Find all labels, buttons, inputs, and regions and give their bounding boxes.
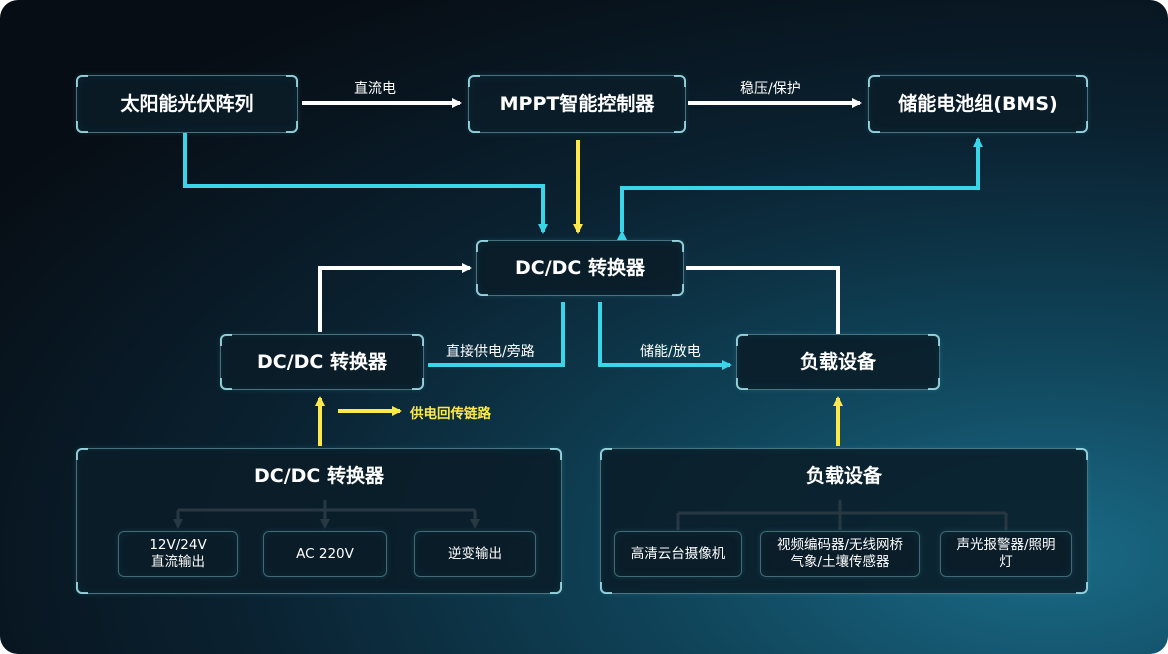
node-load-device: 负载设备 bbox=[736, 334, 940, 390]
node-solar-label: 太阳能光伏阵列 bbox=[120, 92, 254, 115]
line-center-to-load bbox=[686, 266, 840, 334]
out-inverter-label: 逆变输出 bbox=[448, 545, 502, 562]
arrow-direct-supply bbox=[428, 302, 565, 367]
node-battery-label: 储能电池组(BMS) bbox=[898, 92, 1058, 115]
panel-load-title: 负载设备 bbox=[805, 465, 882, 487]
panel-dcdc-title: DC/DC 转换器 bbox=[254, 465, 384, 487]
arrow-left-dcdc-to-center bbox=[318, 263, 472, 332]
video-line1: 视频编码器/无线网桥 bbox=[776, 537, 904, 554]
label-store-discharge: 储能/放电 bbox=[640, 344, 701, 360]
out-12v-line2: 直流输出 bbox=[151, 554, 205, 570]
node-solar-array: 太阳能光伏阵列 bbox=[76, 75, 298, 133]
node-12v-dc-output: 12V/24V 直流输出 bbox=[118, 531, 238, 577]
out-12v-line1: 12V/24V bbox=[149, 537, 207, 554]
label-direct-supply: 直接供电/旁路 bbox=[446, 344, 535, 360]
node-video-encoder-sensors: 视频编码器/无线网桥 气象/土壤传感器 bbox=[760, 531, 920, 577]
node-mppt-label: MPPT智能控制器 bbox=[499, 92, 655, 115]
node-alarm-lighting: 声光报警器/照明 灯 bbox=[940, 531, 1072, 577]
alarm-line1: 声光报警器/照明 bbox=[956, 537, 1056, 554]
node-load-label: 负载设备 bbox=[799, 350, 876, 373]
node-dcdc-left: DC/DC 转换器 bbox=[220, 334, 424, 390]
node-hd-ptz-camera: 高清云台摄像机 bbox=[614, 531, 742, 577]
node-dcdc-left-label: DC/DC 转换器 bbox=[257, 350, 387, 373]
arrow-store-discharge bbox=[598, 302, 732, 370]
label-return-link: 供电回传链路 bbox=[410, 406, 491, 422]
node-mppt-controller: MPPT智能控制器 bbox=[468, 75, 686, 133]
node-inverter-output: 逆变输出 bbox=[414, 531, 536, 577]
arrow-dcdc-battery bbox=[617, 137, 983, 240]
out-ac-label: AC 220V bbox=[296, 545, 354, 562]
label-regulate-protect: 稳压/保护 bbox=[740, 81, 801, 97]
node-dcdc-center: DC/DC 转换器 bbox=[476, 240, 684, 296]
video-line2: 气象/土壤传感器 bbox=[790, 554, 890, 570]
camera-label: 高清云台摄像机 bbox=[630, 545, 726, 562]
alarm-line2: 灯 bbox=[999, 554, 1013, 570]
label-dc-power: 直流电 bbox=[354, 81, 396, 97]
node-ac-220v: AC 220V bbox=[263, 531, 387, 577]
arrow-solar-to-dcdc bbox=[183, 133, 548, 234]
node-dcdc-center-label: DC/DC 转换器 bbox=[515, 256, 645, 279]
node-battery-bms: 储能电池组(BMS) bbox=[868, 75, 1088, 133]
